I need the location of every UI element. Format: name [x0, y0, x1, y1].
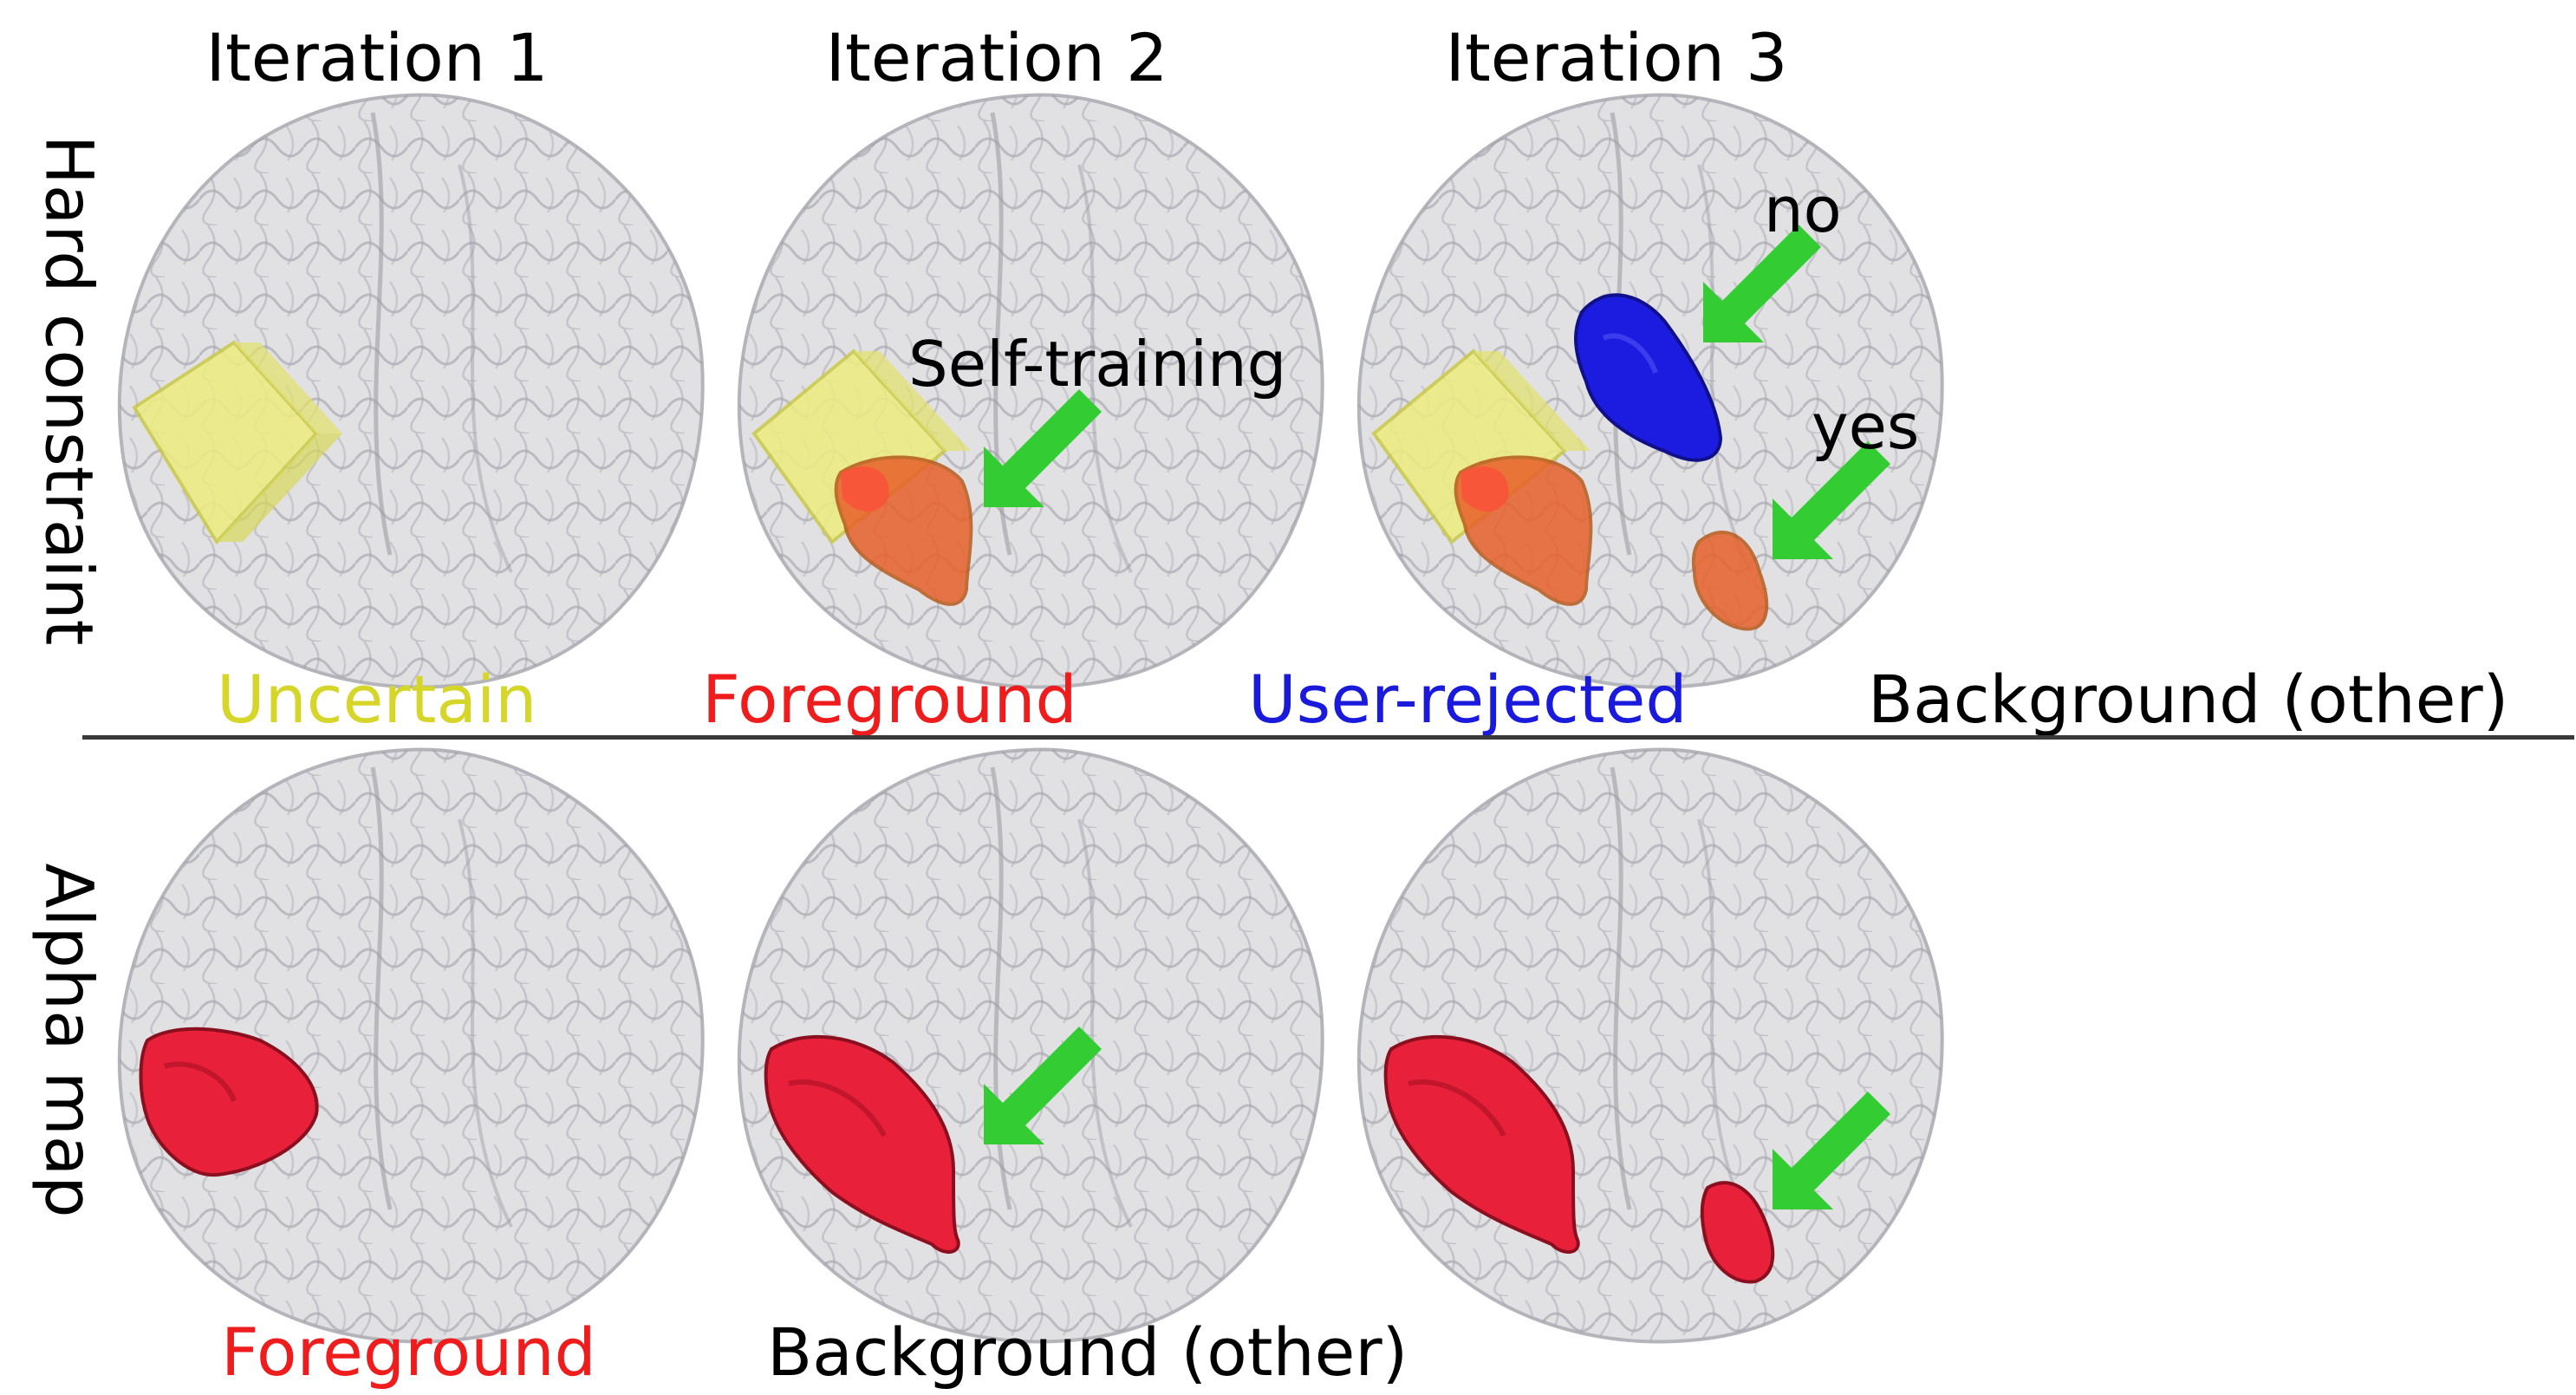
column-title-iteration-2: Iteration 2 — [825, 19, 1168, 96]
alpha-region-2 — [764, 1034, 960, 1254]
uncertain-box-2 — [751, 349, 971, 544]
foreground-region-3 — [1454, 455, 1769, 631]
uncertain-box-1 — [132, 340, 342, 545]
legend-background-bottom: Background (other) — [767, 1314, 1408, 1391]
annotation-self-training: Self-training — [908, 328, 1287, 401]
legend-uncertain: Uncertain — [217, 661, 537, 738]
column-title-iteration-3: Iteration 3 — [1445, 19, 1788, 96]
legend-user-rejected: User-rejected — [1248, 661, 1688, 738]
uncertain-box-3 — [1371, 349, 1590, 544]
column-title-iteration-1: Iteration 1 — [205, 19, 549, 96]
user-rejected-region — [1574, 293, 1723, 462]
legend-foreground: Foreground — [702, 661, 1077, 738]
annotation-yes: yes — [1812, 390, 1920, 463]
foreground-region-2 — [834, 455, 973, 606]
row-divider — [82, 735, 2574, 740]
annotation-no: no — [1764, 173, 1842, 246]
legend-foreground-bottom: Foreground — [221, 1314, 596, 1391]
alpha-region-3 — [1383, 1034, 1775, 1284]
legend-background: Background (other) — [1868, 661, 2509, 738]
alpha-region-1 — [139, 1027, 319, 1177]
